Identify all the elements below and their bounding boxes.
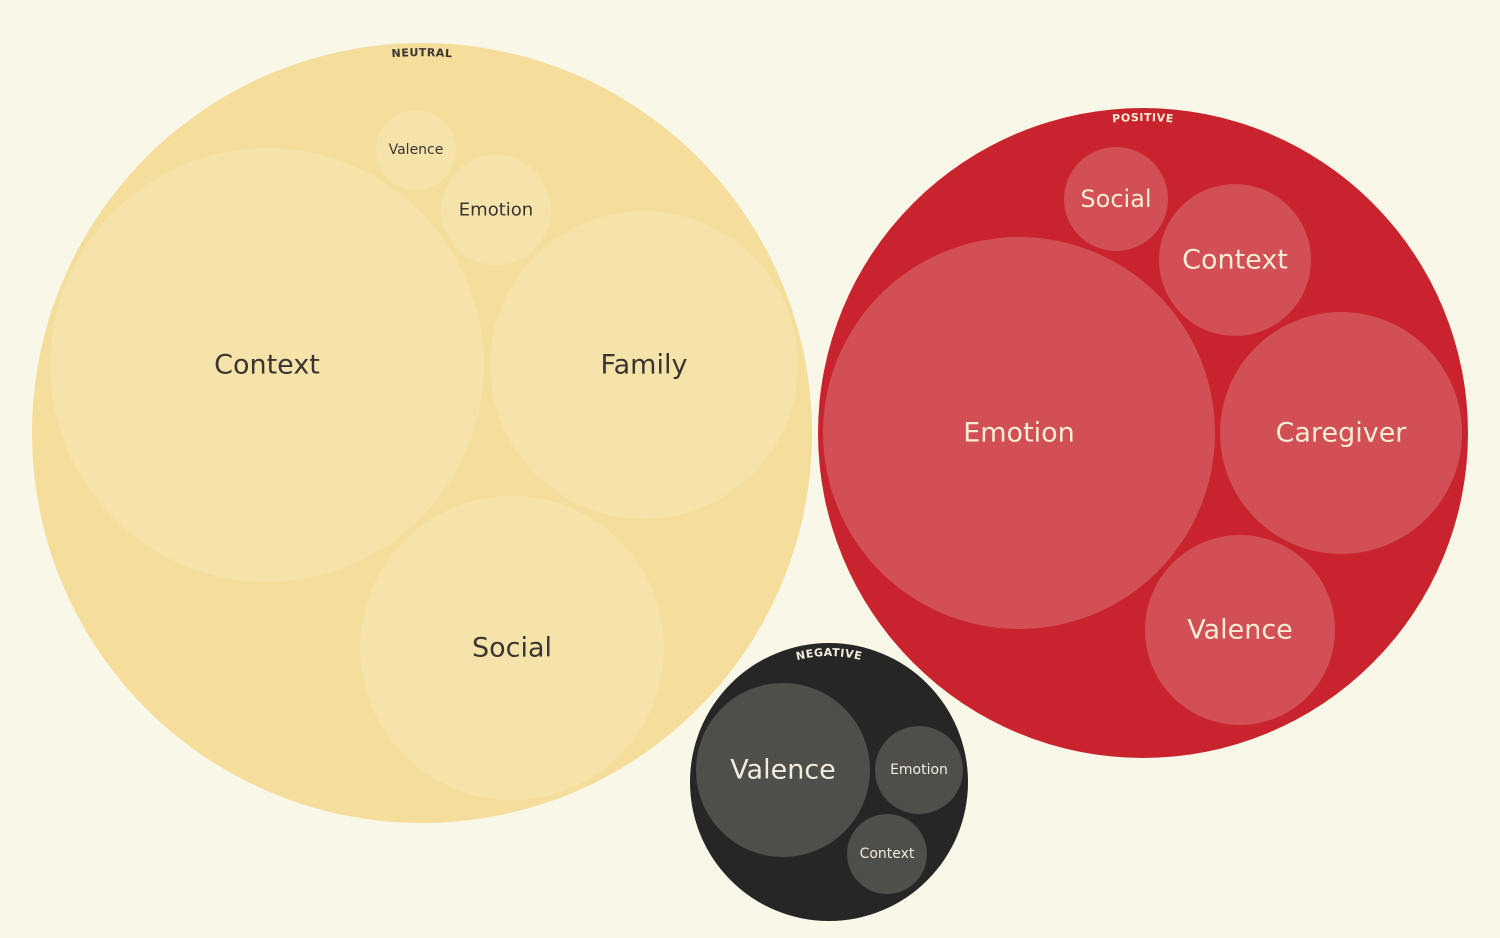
neutral-bubble-family[interactable]: [490, 211, 798, 519]
parent-label-neutral: NEUTRAL: [391, 46, 453, 60]
neutral-bubble-valence[interactable]: [376, 110, 456, 190]
positive-label-social: Social: [1080, 185, 1151, 213]
neutral-label-context: Context: [214, 350, 320, 381]
negative-label-context: Context: [860, 846, 915, 862]
positive-label-emotion: Emotion: [963, 418, 1075, 449]
neutral-label-family: Family: [601, 350, 688, 381]
parent-label-negative: NEGATIVE: [795, 646, 864, 663]
negative-label-emotion: Emotion: [890, 762, 948, 778]
neutral-bubble-emotion[interactable]: [441, 155, 551, 265]
negative-bubble-valence[interactable]: [696, 683, 870, 857]
positive-bubble-context[interactable]: [1159, 184, 1311, 336]
positive-label-context: Context: [1182, 245, 1288, 276]
neutral-bubble-social[interactable]: [360, 496, 664, 800]
neutral-label-emotion: Emotion: [459, 200, 533, 221]
positive-label-caregiver: Caregiver: [1276, 418, 1408, 449]
positive-bubble-caregiver[interactable]: [1220, 312, 1462, 554]
negative-label-valence: Valence: [730, 755, 836, 786]
negative-bubble-emotion[interactable]: [875, 726, 963, 814]
parent-label-positive: POSITIVE: [1112, 111, 1175, 125]
positive-bubble-valence[interactable]: [1145, 535, 1335, 725]
negative-bubble-context[interactable]: [847, 814, 927, 894]
neutral-label-valence: Valence: [389, 142, 444, 158]
positive-bubble-social[interactable]: [1064, 147, 1168, 251]
neutral-bubble-context[interactable]: [50, 148, 484, 582]
positive-bubble-emotion[interactable]: [823, 237, 1215, 629]
neutral-label-social: Social: [472, 633, 552, 664]
positive-label-valence: Valence: [1187, 615, 1293, 646]
